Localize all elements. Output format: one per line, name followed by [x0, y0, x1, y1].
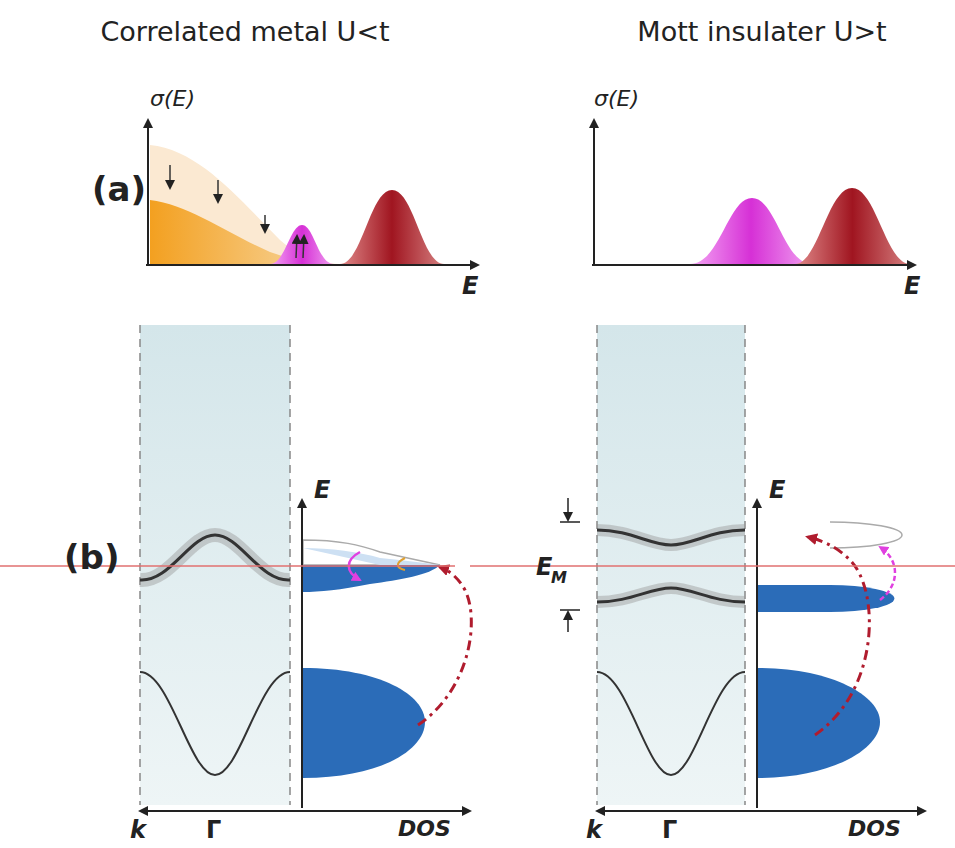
panel-title: Correlated metal U<t: [100, 18, 389, 45]
axis-label: DOS: [848, 818, 901, 840]
panel-letter: (b): [64, 540, 119, 574]
gap-label: M: [551, 570, 567, 586]
axis-label: k: [586, 818, 602, 842]
axis-label: DOS: [398, 818, 451, 840]
gap-label: E: [536, 555, 552, 579]
axis-label: E: [462, 274, 478, 298]
axis-label: E: [904, 274, 920, 298]
panel-title: Mott insulater U>t: [637, 18, 886, 45]
axis-label: Γ: [662, 818, 677, 842]
axis-label: E: [314, 478, 330, 502]
panel-letter: (a): [92, 172, 146, 206]
axis-label: k: [130, 818, 146, 842]
axis-label: σ(E): [594, 88, 639, 110]
axis-label: Γ: [206, 818, 221, 842]
axis-label: E: [769, 478, 785, 502]
axis-label: σ(E): [150, 88, 195, 110]
